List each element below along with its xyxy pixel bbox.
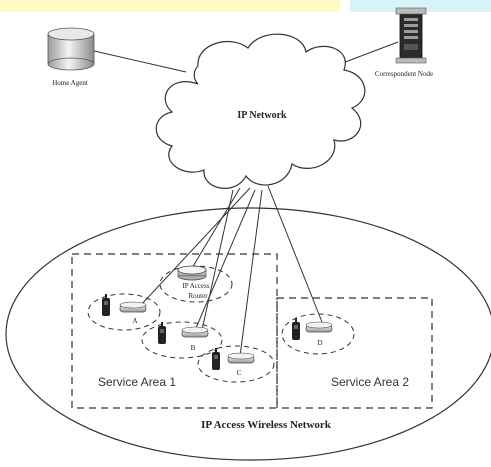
ip-access-router-icon <box>177 265 207 281</box>
link-router-b <box>195 189 256 329</box>
service-area-1-label: Service Area 1 <box>98 375 176 389</box>
link-correspondent-node <box>339 41 399 65</box>
network-links <box>139 185 323 357</box>
home-agent-label: Home Agent <box>52 79 88 87</box>
router-b-coverage <box>141 321 223 359</box>
ip-network-cloud-icon <box>155 33 366 189</box>
router-a-coverage <box>87 293 161 331</box>
wireless-network-label: IP Access Wireless Network <box>201 419 332 431</box>
router-b-label: B <box>191 344 196 352</box>
service-area-2-boundary <box>276 297 433 409</box>
wireless-network-boundary <box>5 207 491 461</box>
mobile-phone-icon <box>102 294 110 316</box>
router-a-label: A <box>132 317 137 325</box>
link-router-c <box>239 189 263 357</box>
link-router-b2 <box>201 189 234 331</box>
link-router-d <box>267 185 323 323</box>
service-area-2-label: Service Area 2 <box>331 375 409 389</box>
ip-network-label: IP Network <box>237 110 287 121</box>
link-router-a <box>139 187 251 307</box>
link-access-router <box>191 187 241 269</box>
mobile-phone-icon <box>292 318 300 340</box>
router-d-coverage <box>281 313 355 355</box>
router-c-label: C <box>237 369 242 377</box>
router-c-coverage <box>197 345 275 383</box>
router-c-icon <box>227 352 255 364</box>
mobile-phone-icon <box>158 322 166 344</box>
router-b-icon <box>181 326 209 338</box>
correspondent-node-server-icon <box>395 7 427 64</box>
router-d-icon <box>305 321 333 333</box>
top-banner-cyan <box>350 0 491 12</box>
home-agent-icon <box>47 27 95 71</box>
correspondent-node-label: Correspondent Node <box>375 70 433 78</box>
top-banner-yellow <box>0 0 340 12</box>
link-home-agent <box>89 49 187 73</box>
ip-access-router-label-2: Router <box>188 292 208 300</box>
ip-access-router-label-1: IP Access <box>182 282 209 290</box>
router-d-label: D <box>317 339 322 347</box>
mobile-phone-icon <box>212 348 220 370</box>
router-a-icon <box>119 301 147 313</box>
